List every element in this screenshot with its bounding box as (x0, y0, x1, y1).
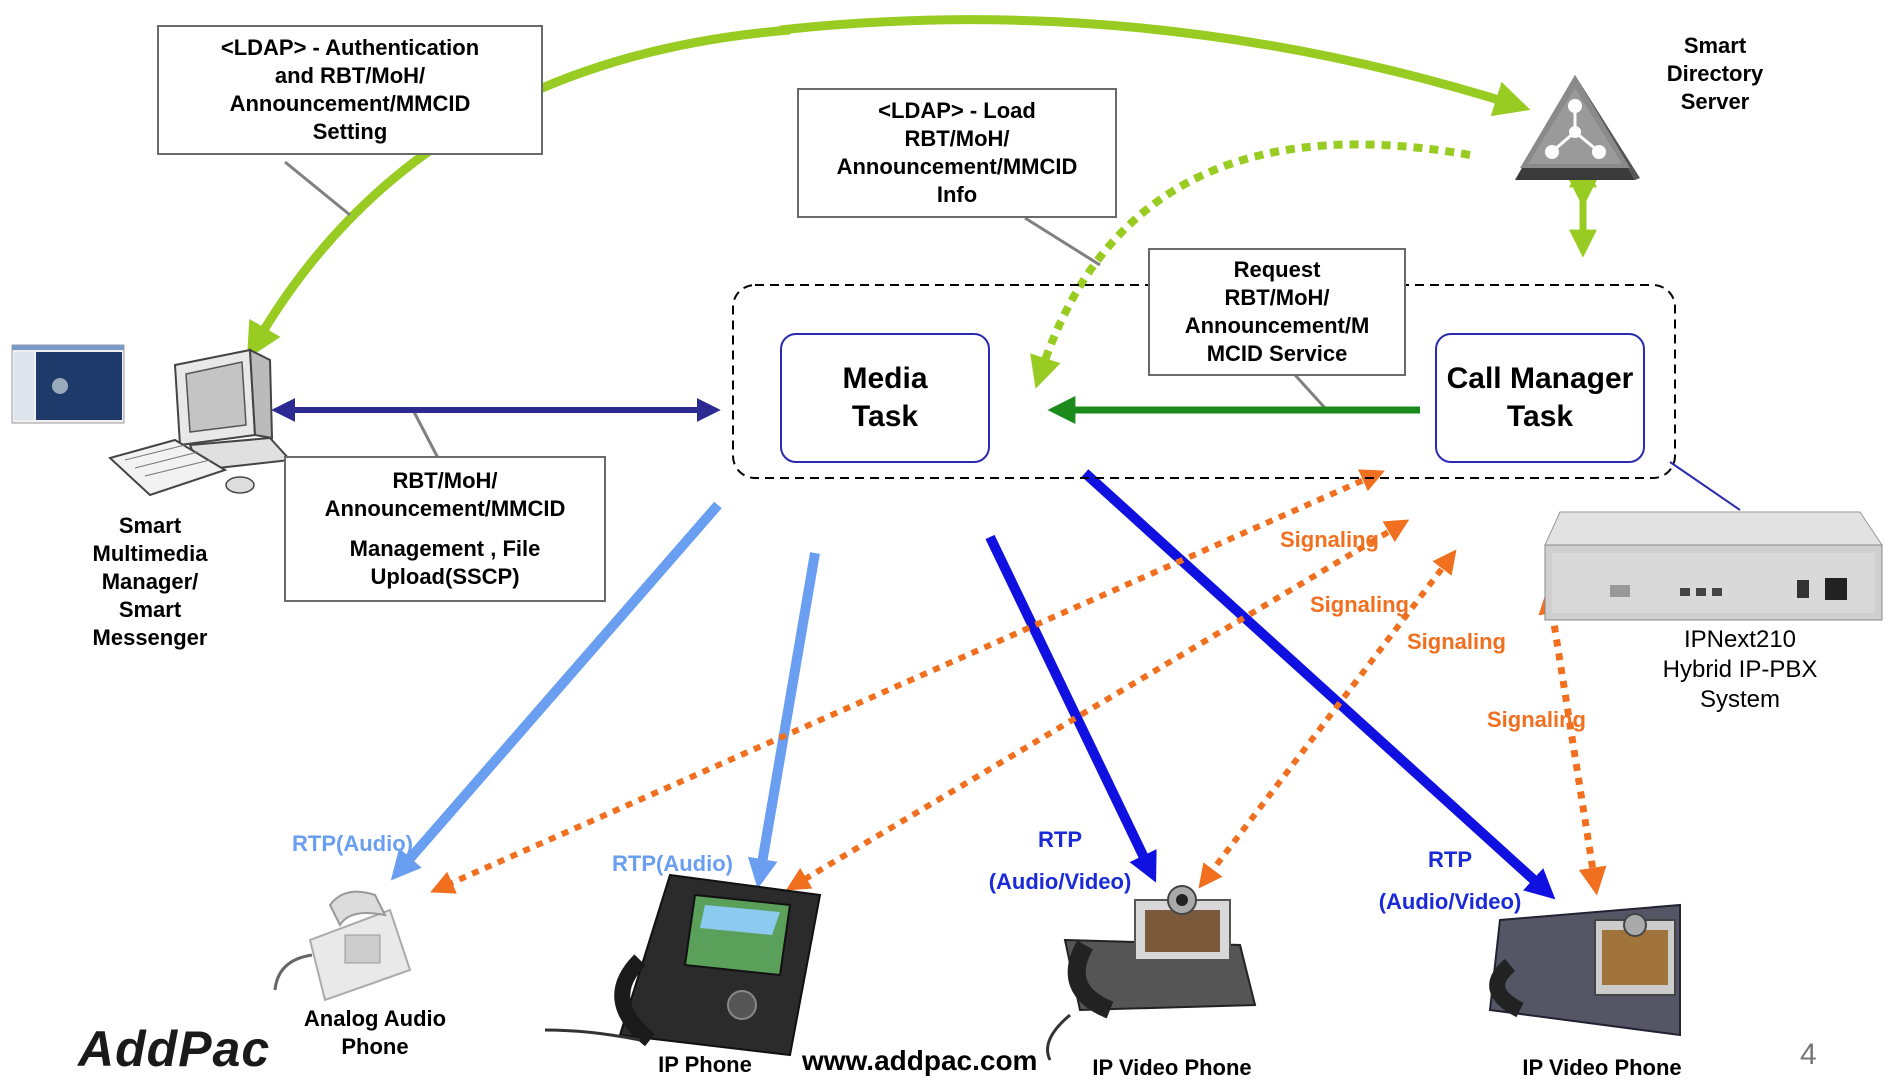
ldap-authentication-box: <LDAP> - Authentication and RBT/MoH/ Ann… (157, 25, 543, 155)
label-line: Messenger (92, 625, 208, 650)
task-line: Task (1506, 400, 1574, 433)
addpac-logo: AddPac (78, 1021, 271, 1077)
box-line: RBT/MoH/ (1224, 285, 1330, 310)
ip-phone-icon (544, 873, 822, 1057)
software-screenshot-icon (11, 344, 125, 424)
call-manager-task-box: Call Manager Task (1435, 333, 1645, 463)
label-line: Manager/ (101, 569, 199, 594)
page-number: 4 (1800, 1038, 1817, 1071)
ip-video-phone-icon-2 (1488, 903, 1681, 1037)
box-line: Announcement/MMCID (324, 496, 566, 521)
directory-server-label: Smart Directory Server (1660, 32, 1770, 116)
ip-video-phone-label-2: IP Video Phone (1522, 1055, 1682, 1080)
signaling-arrow-video-2 (1538, 585, 1607, 896)
ipnext-link-line (1669, 461, 1741, 511)
directory-server-icon (1515, 75, 1640, 180)
label-line: (Audio/Video) (988, 869, 1132, 894)
box-line: RBT/MoH/ (392, 468, 498, 493)
callout-line (1024, 216, 1101, 267)
box-line: <LDAP> - Load (878, 98, 1036, 123)
analog-phone-icon (273, 890, 412, 1002)
box-line: Info (936, 182, 978, 207)
label-line: Server (1680, 89, 1750, 114)
label-line: (Audio/Video) (1378, 889, 1522, 914)
ipnext-label: IPNext210 Hybrid IP-PBX System (1635, 625, 1845, 715)
box-line: Announcement/MMCID (229, 91, 471, 116)
callout-line (411, 409, 440, 459)
ip-video-phone-icon-1 (1046, 885, 1257, 1061)
rtp-audio-label: RTP(Audio) (612, 851, 733, 876)
label-line: IPNext210 (1683, 626, 1797, 653)
box-line: Announcement/MMCID (836, 154, 1078, 179)
signaling-label: Signaling (1407, 629, 1506, 654)
label-line: RTP (1038, 827, 1082, 852)
label-line: Analog Audio (303, 1006, 447, 1031)
rtp-video-label: RTP (Audio/Video) (1375, 846, 1525, 916)
rtp-video-label: RTP (Audio/Video) (985, 826, 1135, 896)
signaling-label: Signaling (1310, 592, 1409, 617)
rtp-audio-arrow-ip-phone (747, 552, 820, 889)
label-line: Smart (1683, 33, 1747, 58)
ldap-auth-arrow-to-server (779, 15, 1531, 117)
label-line: Smart (118, 513, 182, 538)
task-line: Media (842, 362, 928, 395)
signaling-label: Signaling (1280, 527, 1379, 552)
ip-phone-label: IP Phone (658, 1052, 752, 1077)
label-line: RTP (1428, 847, 1472, 872)
label-line: Smart (118, 597, 182, 622)
box-line: Management , File (349, 536, 541, 561)
computer-icon (108, 348, 293, 497)
rtp-video-arrow-1 (985, 534, 1157, 883)
box-line: RBT/MoH/ (904, 126, 1010, 151)
box-line: MCID Service (1206, 341, 1348, 366)
task-group-frame (732, 284, 1676, 479)
label-line: Phone (341, 1034, 409, 1059)
box-line: and RBT/MoH/ (274, 63, 426, 88)
callout-line (284, 160, 351, 217)
ip-video-phone-label-1: IP Video Phone (1092, 1055, 1252, 1080)
analog-phone-label: Analog Audio Phone (290, 1005, 460, 1061)
label-line: Multimedia (92, 541, 208, 566)
label-line: System (1699, 686, 1780, 713)
media-task-box: Media Task (780, 333, 990, 463)
task-line: Call Manager (1446, 362, 1634, 395)
label-line: Directory (1666, 61, 1764, 86)
signaling-arrow-video-1 (1198, 549, 1457, 889)
multimedia-manager-label: Smart Multimedia Manager/ Smart Messenge… (70, 512, 230, 652)
box-line: Announcement/M (1184, 313, 1370, 338)
ipnext-device-icon (1544, 511, 1883, 621)
task-line: Task (851, 400, 919, 433)
box-line: <LDAP> - Authentication (220, 35, 480, 60)
request-service-box: Request RBT/MoH/ Announcement/M MCID Ser… (1148, 248, 1406, 376)
box-line: Request (1233, 257, 1321, 282)
box-line: Upload(SSCP) (370, 564, 520, 589)
callout-line (1293, 373, 1327, 410)
website-text: www.addpac.com (802, 1045, 1038, 1076)
label-line: Hybrid IP-PBX (1662, 656, 1818, 683)
signaling-label: Signaling (1487, 707, 1586, 732)
rtp-audio-label: RTP(Audio) (292, 831, 413, 856)
ldap-load-box: <LDAP> - Load RBT/MoH/ Announcement/MMCI… (797, 88, 1117, 218)
box-line: Setting (312, 119, 388, 144)
management-box: RBT/MoH/ Announcement/MMCID Management ,… (284, 456, 606, 602)
